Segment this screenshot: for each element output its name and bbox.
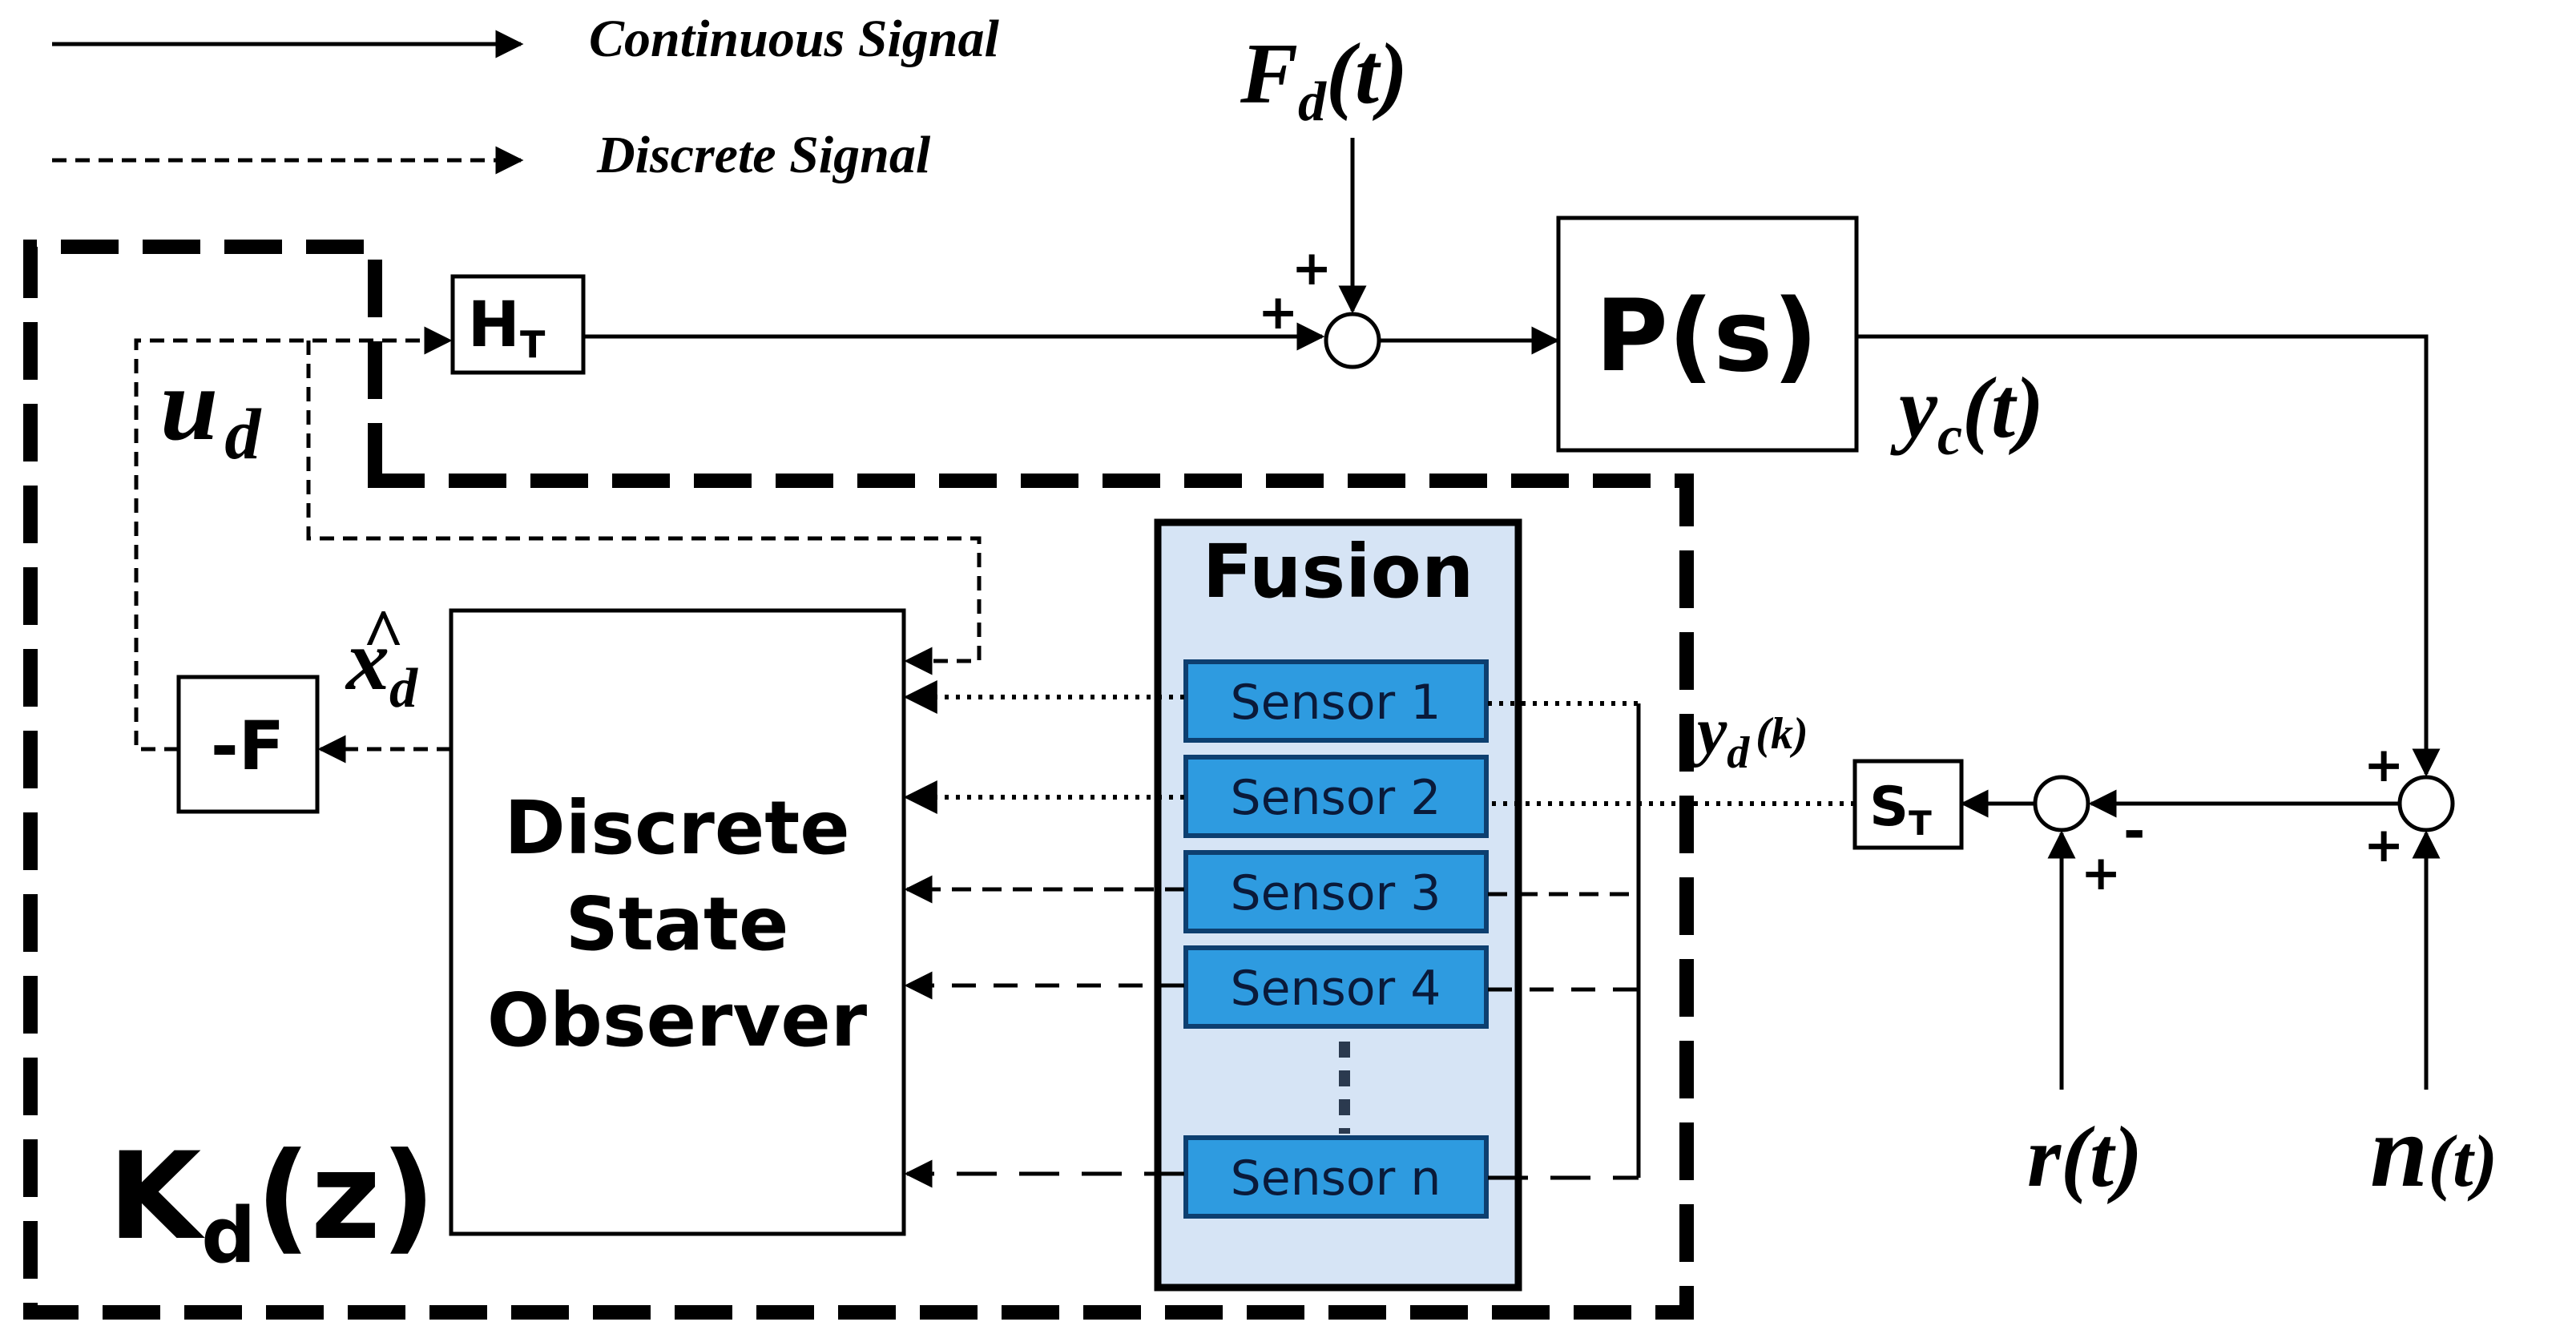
observer-label-line1: Discrete [504,785,849,871]
sum3-sign-top: + [2364,737,2404,793]
sampler-block [1852,759,1964,850]
hold-sub: T [520,323,546,366]
sensor-3: Sensor 3 [1183,850,1489,933]
xd-sub: d [389,658,418,719]
sensor-label: Sensor n [1231,1151,1441,1207]
xd-main: x [345,613,389,708]
sum1-sign-left: + [1258,284,1298,341]
hold-main: H [468,289,520,361]
sampler-label: ST [1869,776,1932,843]
yd-label: yd(k) [1690,694,1808,778]
ud-label: ud [160,347,262,474]
fd-label: Fd(t) [1240,26,1408,133]
kd-tail: (z) [256,1127,435,1267]
summing-junction-2 [2033,775,2090,832]
ud-main: u [160,347,218,462]
sensor-box [1183,659,1489,743]
xd-hat: ^ [362,595,403,675]
n-tail: (t) [2428,1120,2497,1202]
gain-to-hold [134,326,453,752]
controller-boundary [23,240,1694,1320]
n-label: n(t) [2370,1094,2497,1209]
gain-label: -F [211,707,284,785]
plant-to-sum3 [1856,334,2441,777]
gain-block [176,675,320,814]
sensor-label: Sensor 1 [1231,675,1441,731]
sensor-box [1183,1135,1489,1219]
sum3-sign-bottom: + [2364,817,2404,873]
sensor-2: Sensor 2 [1183,755,1489,838]
kd-main: K [108,1127,205,1267]
controller-label: Kd(z) [108,1127,436,1280]
sensor-label: Sensor 3 [1231,865,1441,921]
fusion-title: Fusion [1203,529,1474,615]
yd-main: y [1690,694,1727,768]
xd-label: xd [345,613,418,719]
hold-block [450,274,586,375]
n-main: n [2370,1094,2428,1209]
sensor-box [1183,945,1489,1029]
sensor-4: Sensor 4 [1183,945,1489,1029]
yc-sub: c [1937,405,1962,467]
fd-tail: (t) [1326,26,1408,122]
sensor-label: Sensor 2 [1231,770,1441,826]
sampler-sub: T [1909,804,1932,843]
yc-main: y [1890,361,1938,456]
legend-discrete-label: Discrete Signal [596,126,931,184]
hold-label: HT [468,289,546,366]
r-label: r(t) [2027,1110,2143,1205]
sensor-n: Sensor n [1183,1135,1489,1219]
sampler-main: S [1869,776,1909,839]
sum2-sign-bottom: + [2081,845,2121,901]
legend-continuous-label: Continuous Signal [589,10,999,68]
plant-label: P(s) [1595,279,1818,394]
sensor-box [1183,850,1489,933]
observer-label-line3: Observer [487,977,868,1063]
observer-block [449,608,906,1236]
summing-junction-1 [1324,312,1381,369]
sensor-1: Sensor 1 [1183,659,1489,743]
sum2-sign-right: - [2123,800,2145,862]
fd-main: F [1240,26,1298,122]
ud-sub: d [224,395,262,474]
yd-tail: (k) [1756,709,1808,759]
yd-sub: d [1727,728,1750,778]
sensor-label: Sensor 4 [1231,961,1441,1017]
plant-block [1556,216,1859,453]
kd-sub: d [201,1192,256,1280]
fd-sub: d [1298,71,1327,133]
yc-label: yc(t) [1890,361,2044,467]
observer-label-line2: State [566,881,789,967]
summing-junction-3 [2397,775,2455,832]
ud-to-observer [306,341,982,675]
yc-tail: (t) [1962,361,2044,456]
sensor-box [1183,755,1489,838]
sum1-sign-top: + [1292,240,1332,296]
